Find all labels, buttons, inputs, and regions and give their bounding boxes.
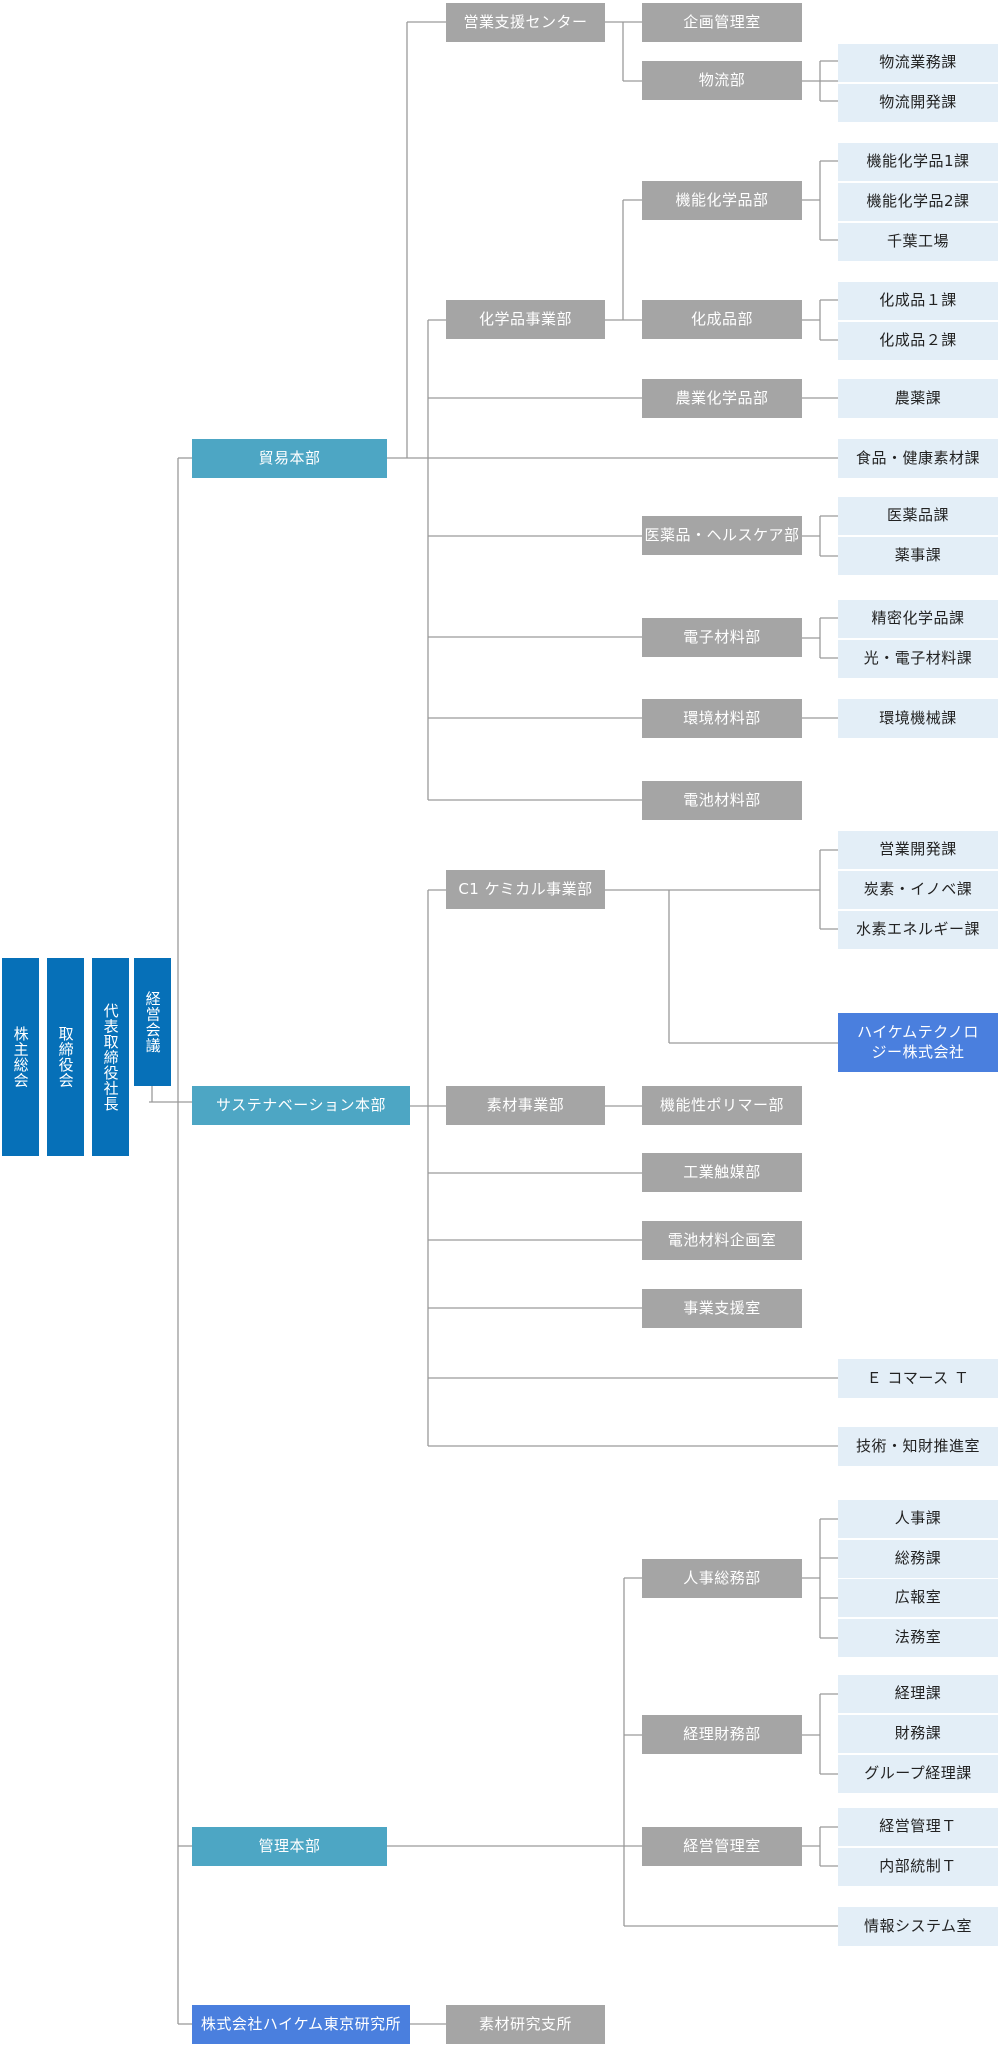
- shareholders-meeting: 株主総会: [2, 958, 39, 1156]
- research-subsidiary: 株式会社ハイケム東京研究所: [192, 2005, 410, 2044]
- battery-materials-department: 電池材料部: [642, 781, 802, 820]
- functional-polymers-department: 機能性ポリマー部: [642, 1086, 802, 1125]
- environmental-machinery-section: 環境機械課: [838, 699, 998, 738]
- general-affairs-section: 総務課: [838, 1540, 998, 1578]
- trade-division: 貿易本部: [192, 439, 387, 478]
- tech-ip-promotion-office: 技術・知財推進室: [838, 1427, 998, 1466]
- sustainability-division: サステナベーション本部: [192, 1086, 410, 1125]
- information-systems-office: 情報システム室: [838, 1907, 998, 1946]
- business-support-office: 事業支援室: [642, 1289, 802, 1328]
- carbon-innovation-section: 炭素・イノベ課: [838, 871, 998, 909]
- synthetic-products-section-2: 化成品２課: [838, 322, 998, 360]
- ecommerce-team: Ｅ コマース Ｔ: [838, 1359, 998, 1398]
- internal-control-team: 内部統制Ｔ: [838, 1848, 998, 1886]
- functional-chemicals-department: 機能化学品部: [642, 181, 802, 220]
- management-council: 経営会議: [134, 958, 171, 1086]
- public-relations-office: 広報室: [838, 1579, 998, 1617]
- environmental-materials-department: 環境材料部: [642, 699, 802, 738]
- management-control-team: 経営管理Ｔ: [838, 1808, 998, 1846]
- chiba-plant: 千葉工場: [838, 223, 998, 261]
- pharma-healthcare-department: 医薬品・ヘルスケア部: [642, 516, 802, 555]
- president-ceo: 代表取締役社長: [92, 958, 129, 1156]
- board-of-directors: 取締役会: [47, 958, 84, 1156]
- hydrogen-energy-section: 水素エネルギー課: [838, 911, 998, 949]
- regulatory-affairs-section: 薬事課: [838, 537, 998, 575]
- chemicals-business-unit: 化学品事業部: [446, 300, 605, 339]
- hr-section: 人事課: [838, 1500, 998, 1538]
- business-development-section: 営業開発課: [838, 831, 998, 869]
- functional-chemicals-section-1: 機能化学品1課: [838, 143, 998, 181]
- sales-support-center: 営業支援センター: [446, 3, 605, 42]
- logistics-operations-section: 物流業務課: [838, 44, 998, 82]
- group-accounting-section: グループ経理課: [838, 1755, 998, 1793]
- agrochemicals-department: 農業化学品部: [642, 379, 802, 418]
- synthetic-products-section-1: 化成品１課: [838, 282, 998, 320]
- c1-chemical-business-unit: C1 ケミカル事業部: [446, 870, 605, 909]
- logistics-development-section: 物流開発課: [838, 84, 998, 122]
- accounting-section: 経理課: [838, 1675, 998, 1713]
- food-health-materials-section: 食品・健康素材課: [838, 439, 998, 478]
- pharmaceuticals-section: 医薬品課: [838, 497, 998, 535]
- hr-general-affairs-department: 人事総務部: [642, 1559, 802, 1598]
- electronic-materials-department: 電子材料部: [642, 618, 802, 657]
- finance-section: 財務課: [838, 1715, 998, 1753]
- materials-business-unit: 素材事業部: [446, 1086, 605, 1125]
- functional-chemicals-section-2: 機能化学品2課: [838, 183, 998, 221]
- admin-division: 管理本部: [192, 1827, 387, 1866]
- legal-office: 法務室: [838, 1619, 998, 1657]
- materials-research-branch: 素材研究支所: [446, 2005, 605, 2044]
- management-control-office: 経営管理室: [642, 1827, 802, 1866]
- hichem-technology-subsidiary: ハイケムテクノロジー株式会社: [838, 1013, 998, 1072]
- synthetic-products-department: 化成品部: [642, 300, 802, 339]
- accounting-finance-department: 経理財務部: [642, 1715, 802, 1754]
- industrial-catalysts-department: 工業触媒部: [642, 1153, 802, 1192]
- opto-electronic-materials-section: 光・電子材料課: [838, 640, 998, 678]
- battery-materials-planning-office: 電池材料企画室: [642, 1221, 802, 1260]
- agrochemicals-section: 農薬課: [838, 379, 998, 418]
- fine-chemicals-section: 精密化学品課: [838, 600, 998, 638]
- logistics-department: 物流部: [642, 61, 802, 100]
- planning-management-office: 企画管理室: [642, 3, 802, 42]
